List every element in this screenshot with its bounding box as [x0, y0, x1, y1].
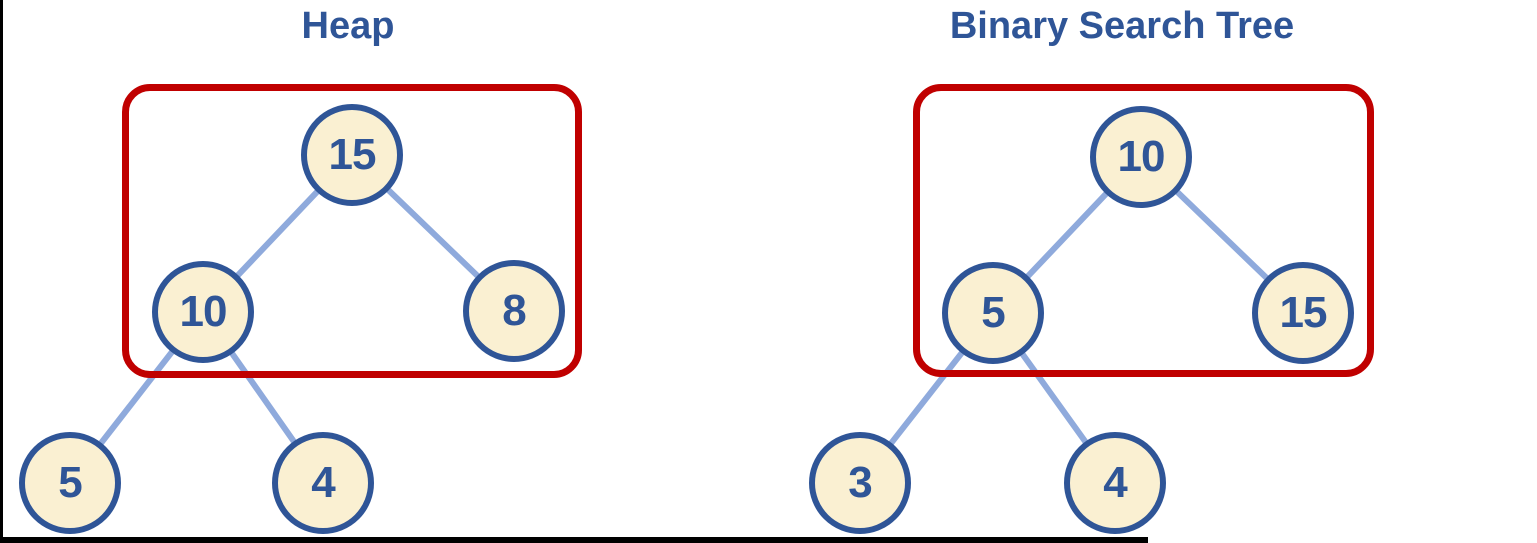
tree-node: 8	[463, 260, 565, 362]
heap-title: Heap	[301, 5, 395, 47]
tree-node: 10	[1090, 106, 1192, 208]
highlight-box	[122, 84, 582, 378]
tree-node: 15	[301, 104, 403, 206]
highlight-box	[913, 84, 1374, 377]
tree-node: 4	[272, 432, 374, 534]
tree-node: 10	[152, 261, 254, 363]
tree-node: 4	[1064, 432, 1166, 534]
tree-node: 5	[942, 262, 1044, 364]
screenshot-artifact-left-bar	[0, 0, 3, 543]
tree-node: 15	[1252, 262, 1354, 364]
tree-node: 5	[19, 432, 121, 534]
tree-node: 3	[809, 432, 911, 534]
screenshot-artifact-bottom-bar	[0, 537, 1148, 543]
binary-search-tree-title: Binary Search Tree	[949, 5, 1295, 47]
